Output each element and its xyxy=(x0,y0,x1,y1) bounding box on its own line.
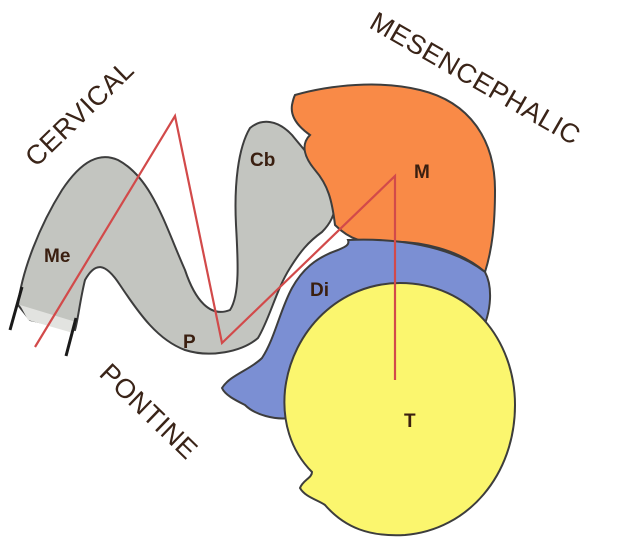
label-cb: Cb xyxy=(250,150,275,171)
label-pontine-flexure: PONTINE xyxy=(94,358,204,465)
label-di: Di xyxy=(310,280,329,301)
label-me: Me xyxy=(44,246,70,267)
label-cervical-flexure: CERVICAL xyxy=(19,54,140,172)
label-p: P xyxy=(183,332,196,353)
label-m: M xyxy=(414,162,430,183)
label-t: T xyxy=(404,411,416,432)
telencephalon-region xyxy=(284,283,515,535)
